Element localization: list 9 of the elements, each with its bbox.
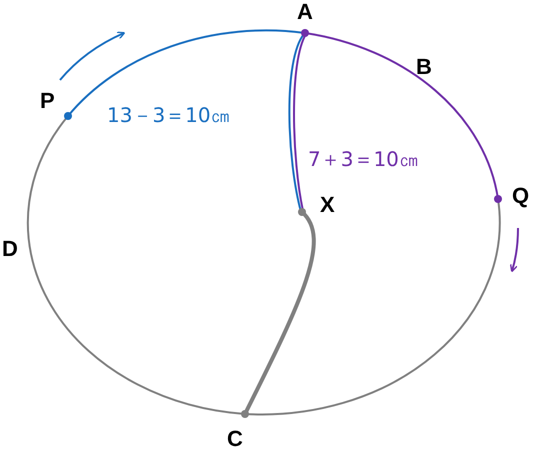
point-label: Q (512, 185, 530, 207)
length-equation: 13－3＝10㎝ (107, 102, 231, 129)
point-label: A (297, 1, 313, 23)
point-label: C (227, 428, 243, 450)
point-label: X (320, 194, 335, 216)
point-label: B (416, 54, 432, 80)
point-label: D (2, 236, 18, 262)
length-equation: 7＋3＝10㎝ (308, 146, 419, 173)
point-label: P (40, 90, 55, 112)
